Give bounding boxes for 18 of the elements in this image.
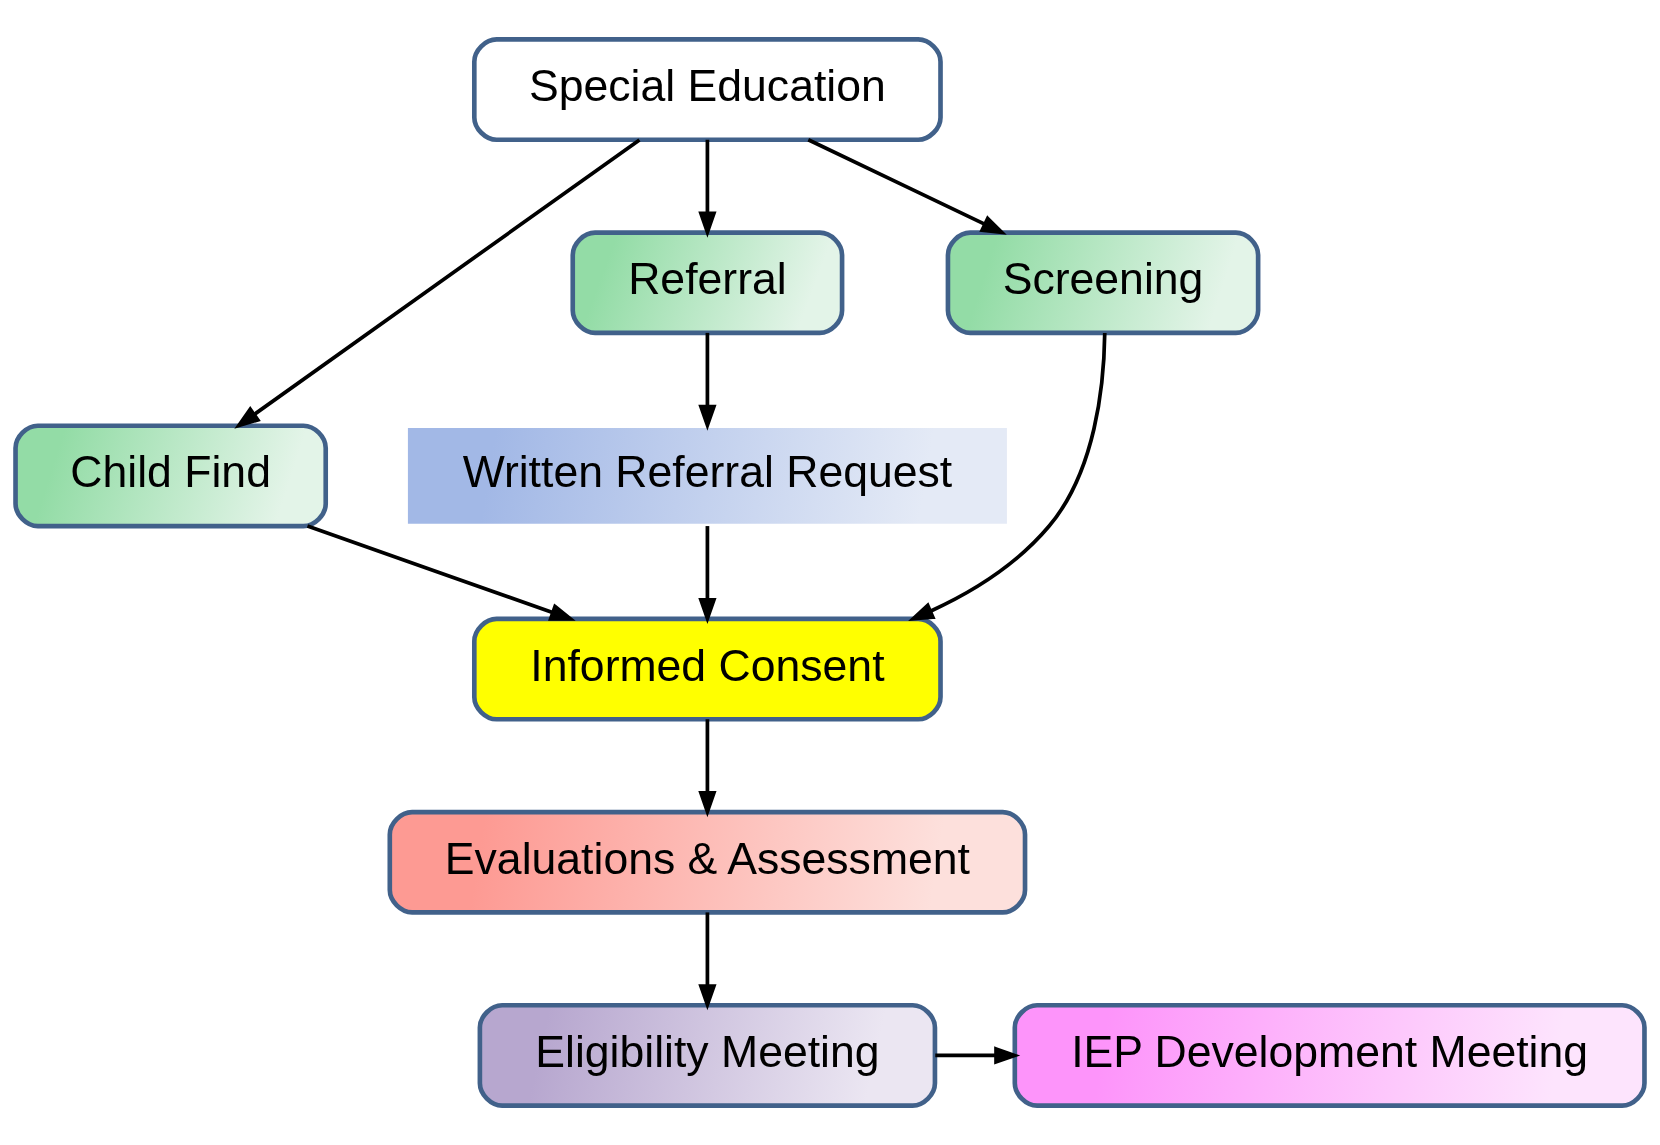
node-box: Child Find: [13, 423, 329, 529]
arrow: [908, 332, 1107, 621]
arrow: [306, 524, 576, 621]
node-box: Referral: [570, 230, 845, 336]
arrow: [807, 138, 1007, 235]
node-box: Special Education: [472, 37, 943, 143]
arrow: [935, 1046, 1021, 1065]
node-box: Evaluations & Assessment: [387, 809, 1028, 915]
node-box: Eligibility Meeting: [477, 1002, 938, 1108]
node-box: Screening: [945, 230, 1261, 336]
arrow: [234, 138, 641, 429]
arrow: [698, 332, 717, 431]
arrow: [698, 526, 717, 624]
node-box: IEP Development Meeting: [1012, 1002, 1647, 1108]
arrow: [698, 912, 717, 1011]
arrow: [698, 139, 717, 238]
arrow: [698, 719, 717, 818]
node-box: Informed Consent: [472, 616, 943, 722]
